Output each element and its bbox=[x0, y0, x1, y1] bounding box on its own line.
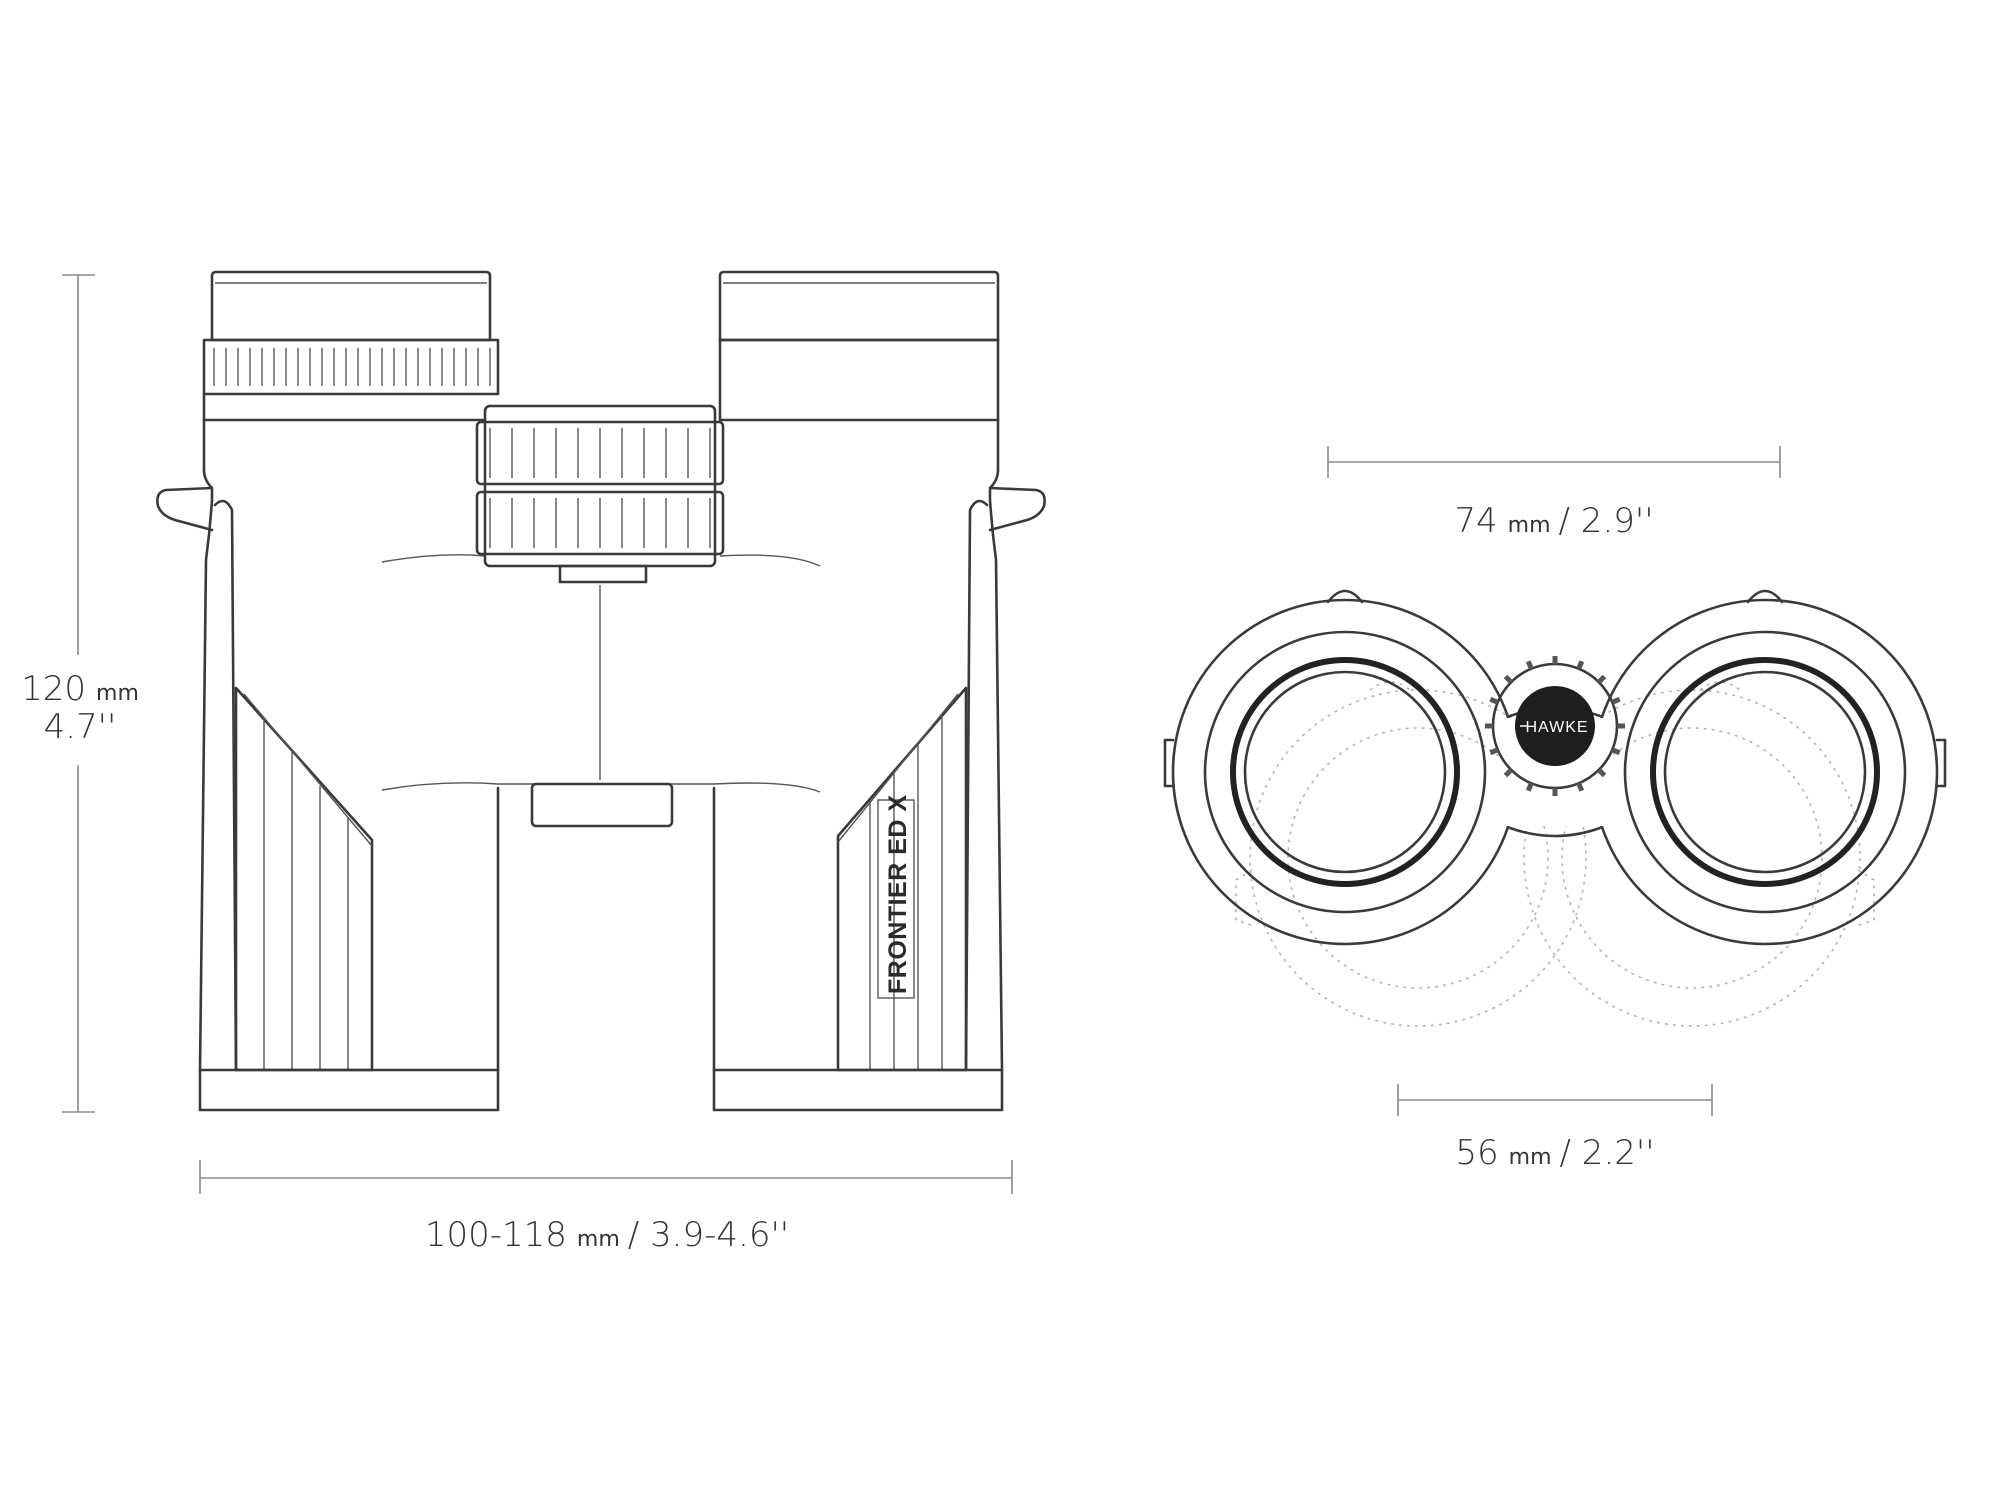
right-eyepiece bbox=[1591, 589, 1947, 946]
hawke-logo-badge bbox=[1515, 686, 1595, 766]
binocular-front-view: FRONTIER ED X bbox=[156, 270, 1046, 1112]
model-label-box bbox=[877, 799, 915, 999]
hinge-plate bbox=[530, 782, 674, 828]
model-name: FRONTIER ED X bbox=[884, 794, 912, 994]
left-eyecup bbox=[210, 270, 492, 342]
focus-knob: HAWKE bbox=[1485, 656, 1625, 796]
left-grip-ribs bbox=[234, 686, 374, 1072]
brand-logo: HAWKE bbox=[1525, 719, 1588, 736]
binocular-top-view: HAWKE bbox=[1163, 589, 1947, 1027]
right-alt-outline bbox=[1523, 689, 1861, 1027]
right-strap-lug bbox=[988, 486, 1046, 532]
height-imperial: 4.7'' bbox=[44, 707, 117, 747]
left-alt-outline bbox=[1249, 689, 1587, 1027]
left-strap-lug bbox=[156, 486, 214, 532]
right-eyecup bbox=[718, 270, 1000, 342]
left-eyepiece bbox=[1163, 589, 1519, 946]
left-diopter-ring bbox=[202, 338, 500, 396]
